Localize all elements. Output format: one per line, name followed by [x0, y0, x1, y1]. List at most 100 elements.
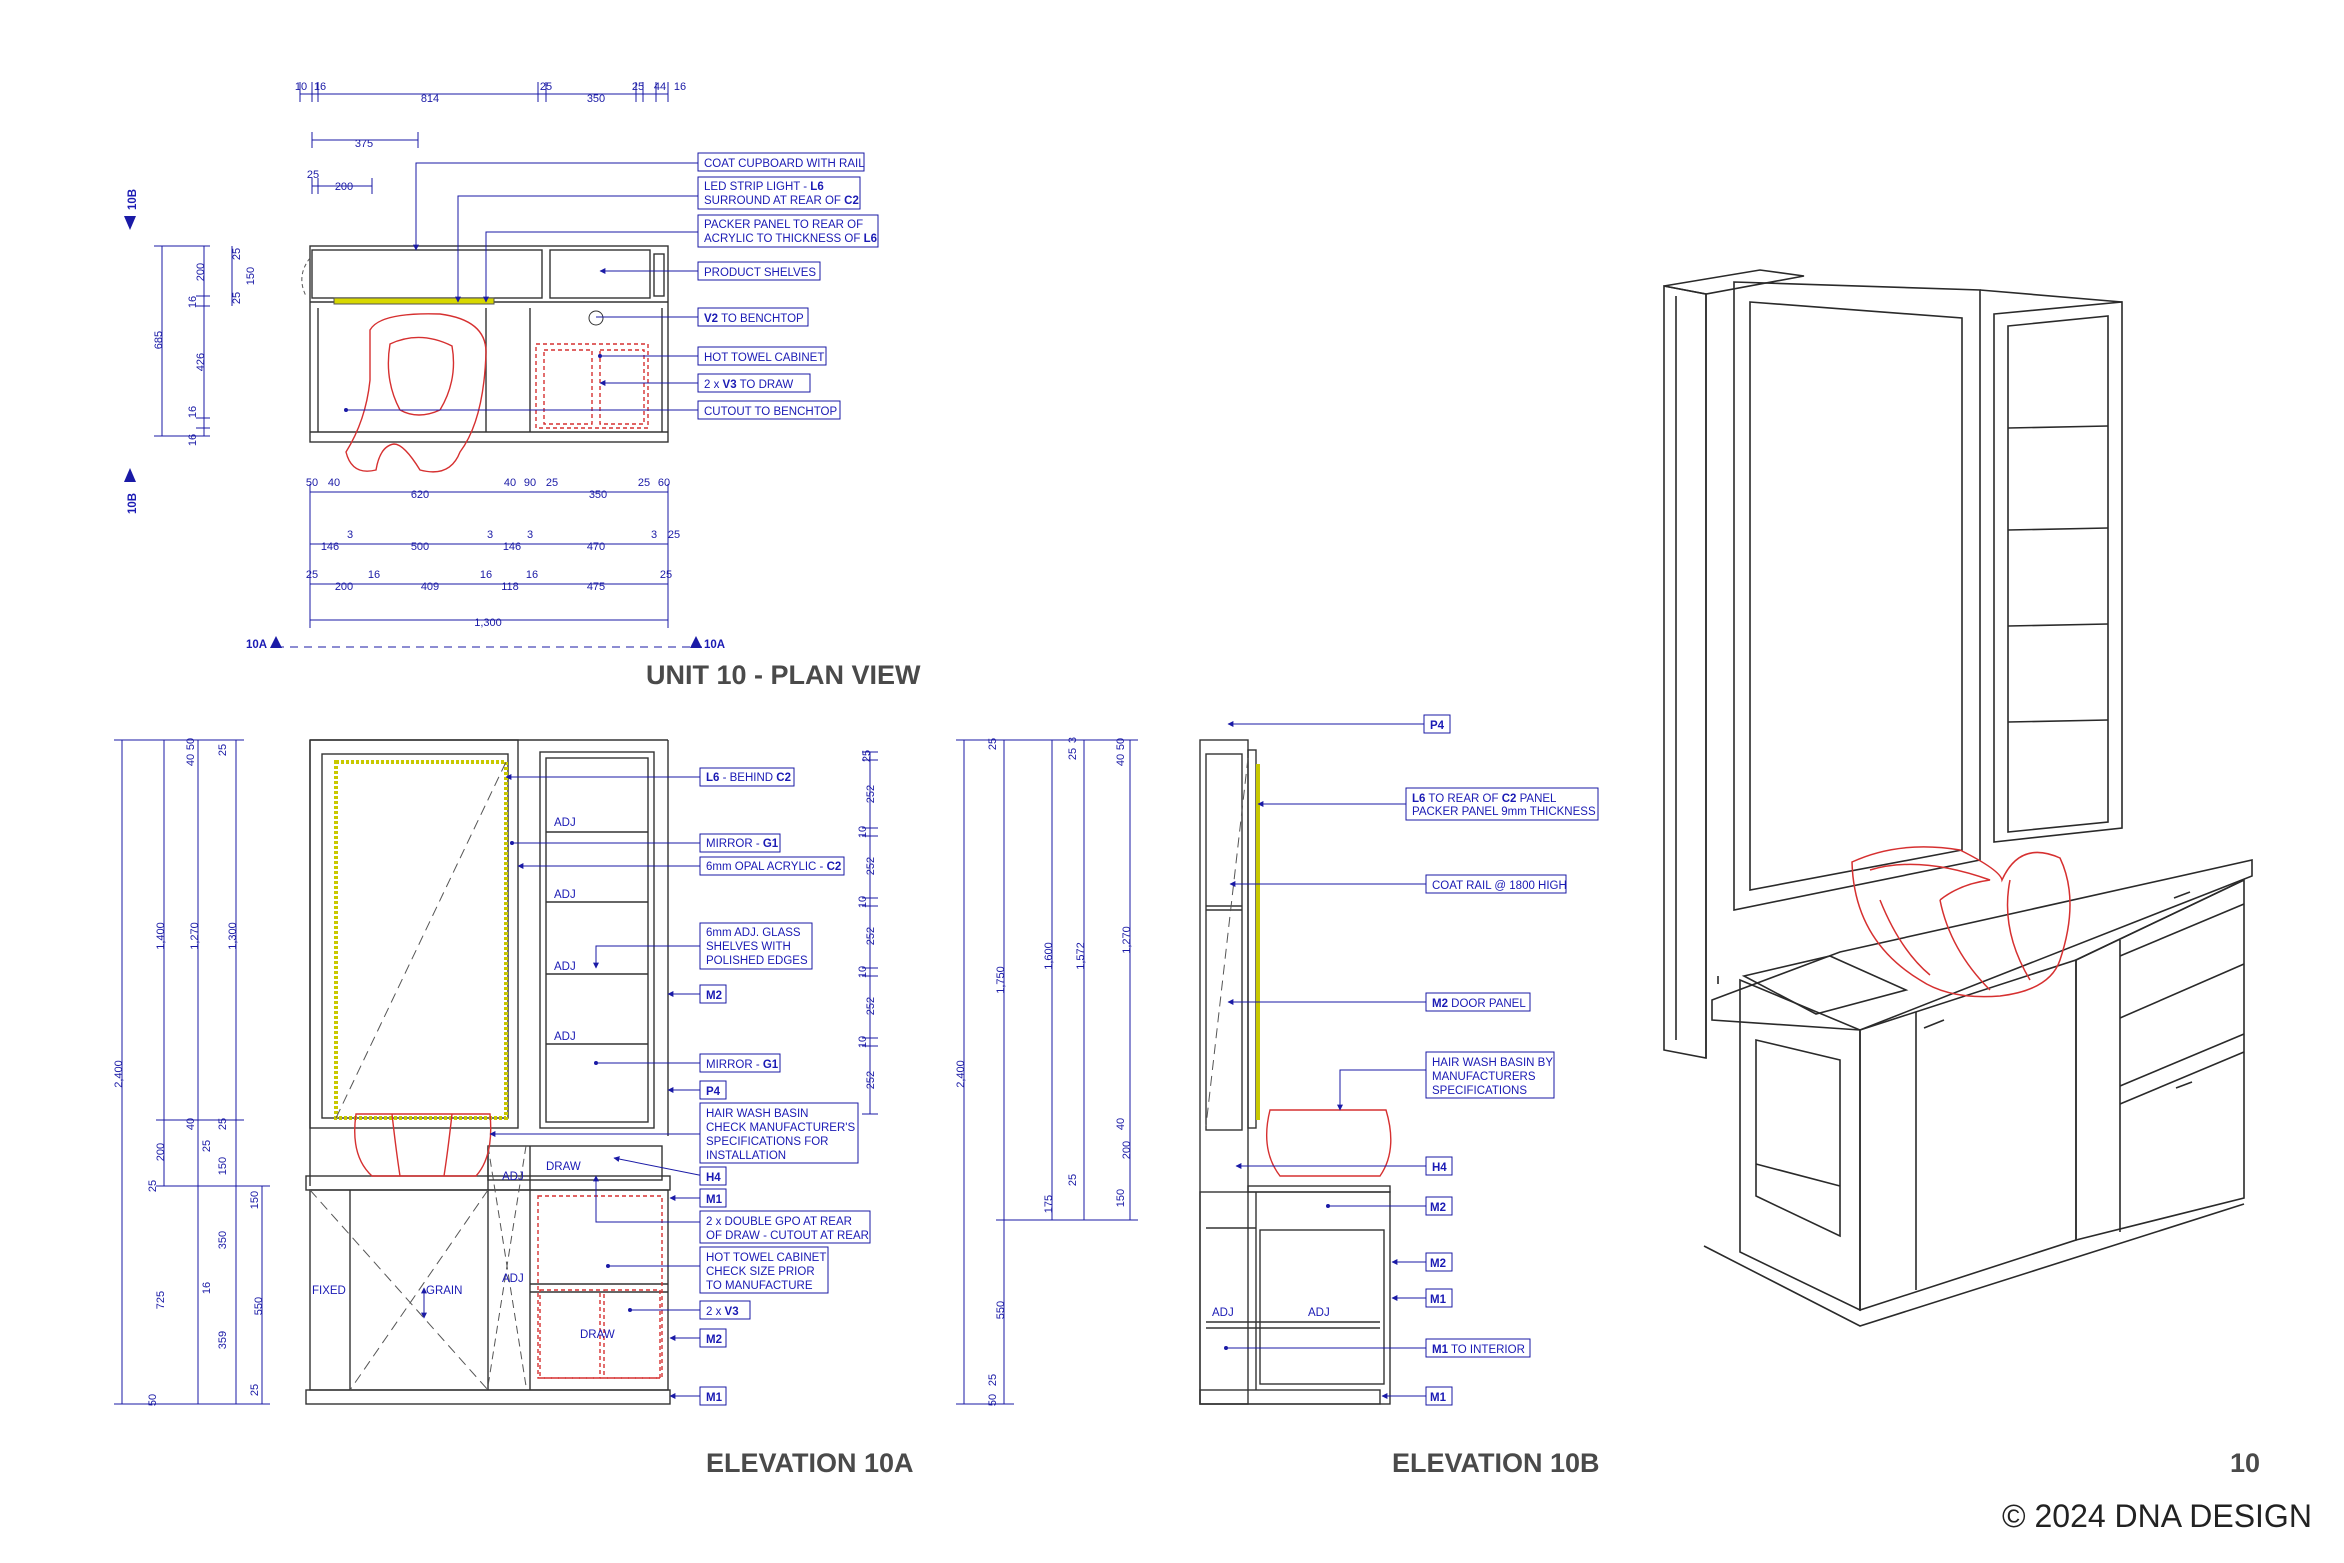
tag-m1: M1 — [706, 1194, 723, 1206]
elev-a-dim: 40 — [185, 754, 197, 766]
plan-dim: 10 — [295, 81, 307, 93]
elev-b-dim: 40 — [1115, 754, 1127, 766]
tag-m2: M2 — [1430, 1258, 1446, 1270]
elev-b-dim: 1,270 — [1121, 926, 1133, 954]
tag-m1: M1 — [706, 1392, 723, 1404]
elev-a-dim: 1,400 — [155, 922, 167, 950]
plan-dim: 25 — [546, 477, 558, 489]
callout-packer-panel: PACKER PANEL TO REAR OF — [704, 219, 863, 231]
elev-b-dim: 2,400 — [955, 1060, 967, 1088]
plan-dim: 470 — [587, 541, 605, 553]
plan-dim: 685 — [153, 331, 165, 349]
elev-a-dim: 550 — [253, 1297, 265, 1315]
plan-dim: 40 — [328, 477, 340, 489]
plan-dim: 200 — [335, 581, 353, 593]
callout-gpo-2: OF DRAW - CUTOUT AT REAR — [706, 1230, 869, 1242]
elev-a-dim: 150 — [249, 1191, 261, 1209]
led-strip — [334, 760, 508, 1120]
elev-b-dim: 25 — [1067, 748, 1079, 760]
elevation-10a: 2,400 725 50 1,400 200 25 350 16 359 40 … — [113, 738, 878, 1406]
elev-b-dim: 150 — [1115, 1189, 1127, 1207]
shelf-dim: 252 — [865, 785, 877, 803]
adj-label: ADJ — [554, 1031, 576, 1043]
elev-b-dim: 25 — [987, 738, 999, 750]
callout-glass-shelves-2: SHELVES WITH — [706, 941, 791, 953]
callout-towel-2: CHECK SIZE PRIOR — [706, 1266, 815, 1278]
tag-p4: P4 — [706, 1086, 721, 1098]
plan-dim: 500 — [411, 541, 429, 553]
elev-b-dim: 40 — [1115, 1118, 1127, 1130]
section-label: 10B — [127, 189, 139, 210]
elev-a-dim: 25 — [147, 1180, 159, 1192]
plan-dim: 150 — [245, 267, 257, 285]
plan-dim: 25 — [540, 81, 552, 93]
callout-coat-cupboard: COAT CUPBOARD WITH RAIL — [704, 158, 865, 170]
elev-b-dim: 50 — [1115, 738, 1127, 750]
draw-label: DRAW — [546, 1161, 581, 1173]
shelf-dim: 25 — [861, 750, 873, 762]
plan-view-title: UNIT 10 - PLAN VIEW — [646, 660, 921, 690]
plan-dim: 25 — [632, 81, 644, 93]
basin-elevation-b — [1265, 1109, 1392, 1177]
basin-elevation-a — [354, 1113, 663, 1379]
plan-dim: 814 — [421, 93, 439, 105]
callout-l6-behind: L6 - BEHIND C2 — [706, 772, 791, 784]
callout-l6-rear: L6 TO REAR OF C2 PANEL — [1412, 793, 1557, 805]
plan-dim: 426 — [195, 353, 207, 371]
draw-label: DRAW — [580, 1329, 615, 1341]
elev-b-dim: 3 — [1067, 737, 1079, 743]
plan-dim: 409 — [421, 581, 439, 593]
callout-cutout: CUTOUT TO BENCHTOP — [704, 406, 837, 418]
callout-basin-4: INSTALLATION — [706, 1150, 786, 1162]
tag-h4: H4 — [706, 1172, 721, 1184]
callout-packer-9mm: PACKER PANEL 9mm THICKNESS — [1412, 806, 1596, 818]
shelf-dim: 252 — [865, 1071, 877, 1089]
callout-basin-3: SPECIFICATIONS FOR — [706, 1136, 828, 1148]
fixed-label: FIXED — [312, 1285, 346, 1297]
callout-towel: HOT TOWEL CABINET — [706, 1252, 826, 1264]
shelf-dim: 10 — [857, 826, 869, 838]
adj-label: ADJ — [502, 1273, 524, 1285]
tag-h4: H4 — [1432, 1162, 1447, 1174]
elev-b-cabinet — [1199, 739, 1391, 1405]
grain-label: GRAIN — [426, 1285, 462, 1297]
plan-dim: 50 — [306, 477, 318, 489]
plan-dim: 44 — [654, 81, 666, 93]
callout-mirror-2: MIRROR - G1 — [706, 1059, 779, 1071]
elev-a-dim: 25 — [249, 1384, 261, 1396]
perspective-view — [1663, 269, 2253, 1327]
plan-dim: 475 — [587, 581, 605, 593]
adj-label: ADJ — [502, 1171, 524, 1183]
callout-hot-towel: HOT TOWEL CABINET — [704, 352, 824, 364]
adj-label: ADJ — [1212, 1307, 1234, 1319]
elev-a-dim: 40 — [185, 1118, 197, 1130]
elev-a-dim: 200 — [155, 1143, 167, 1161]
elev-a-dim: 50 — [185, 738, 197, 750]
shelf-dim: 10 — [857, 1036, 869, 1048]
callout-led-strip-2: SURROUND AT REAR OF C2 — [704, 195, 859, 207]
plan-dim: 16 — [187, 406, 199, 418]
elev-b-dim: 50 — [987, 1394, 999, 1406]
page-number: 10 — [2230, 1448, 2261, 1478]
adj-label: ADJ — [554, 817, 576, 829]
elev-a-dim: 350 — [217, 1231, 229, 1249]
elev-b-dim: 200 — [1121, 1141, 1133, 1159]
tag-m2: M2 — [1430, 1202, 1446, 1214]
copyright-notice: © 2024 DNA DESIGN — [2002, 1498, 2312, 1534]
elev-a-dim: 50 — [147, 1394, 159, 1406]
elev-a-dim: 25 — [217, 744, 229, 756]
plan-dim: 16 — [526, 569, 538, 581]
plan-dim: 16 — [314, 81, 326, 93]
callout-mirror: MIRROR - G1 — [706, 838, 779, 850]
section-label: 10A — [246, 639, 267, 651]
plan-dim: 350 — [587, 93, 605, 105]
shelf-dim: 10 — [857, 896, 869, 908]
elev-b-dim: 550 — [995, 1301, 1007, 1319]
plan-top-dimensions — [299, 82, 669, 194]
callout-opal-acrylic: 6mm OPAL ACRYLIC - C2 — [706, 861, 841, 873]
plan-view: 10 16 814 25 350 25 44 16 375 25 200 10B… — [124, 81, 879, 651]
shelf-dim: 252 — [865, 927, 877, 945]
tag-p4: P4 — [1430, 720, 1445, 732]
elev-a-dim: 359 — [217, 1331, 229, 1349]
